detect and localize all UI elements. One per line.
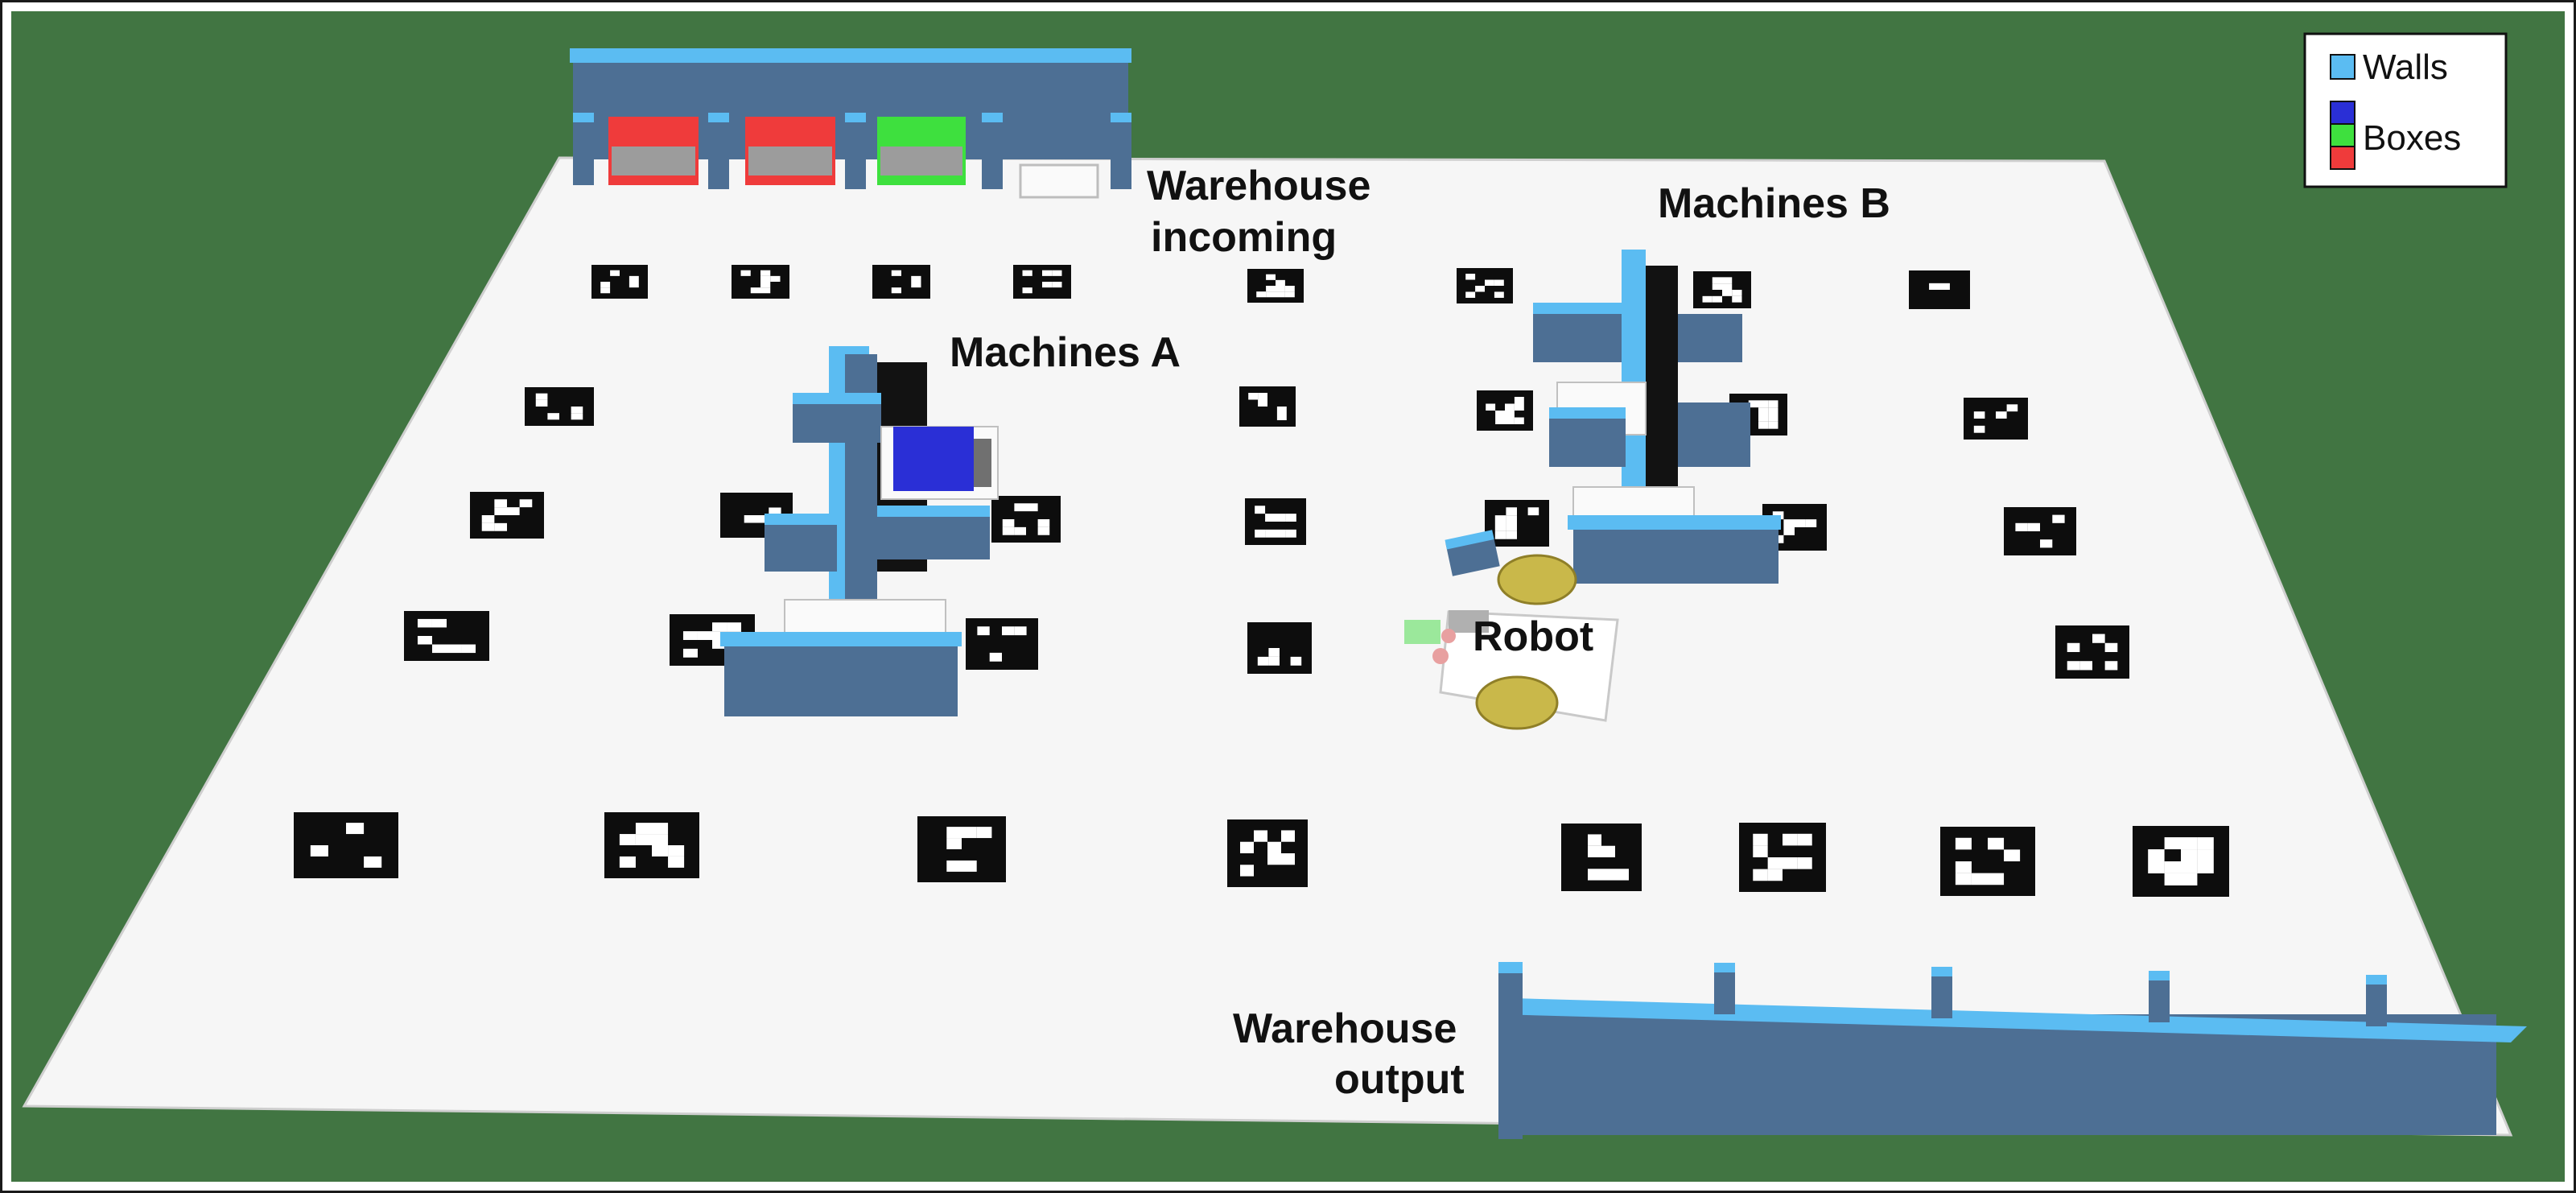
warehouse-output-shelf <box>1498 962 2527 1139</box>
fiducial-marker <box>591 265 648 299</box>
fiducial-marker <box>1227 819 1308 887</box>
legend-boxes-swatch-red <box>2330 146 2355 170</box>
fiducial-marker <box>872 265 930 299</box>
legend-boxes-swatch-green <box>2330 123 2355 147</box>
box-blue <box>893 427 974 491</box>
fiducial-marker <box>1247 622 1312 674</box>
label-machines-b: Machines B <box>1658 180 1890 227</box>
machines-a-station <box>720 346 999 716</box>
fiducial-marker <box>294 812 398 878</box>
legend-walls-swatch <box>2330 54 2355 80</box>
machines-b-station <box>1533 250 1781 584</box>
fiducial-marker <box>1485 500 1549 547</box>
fiducial-marker <box>2133 826 2229 897</box>
fiducial-marker <box>732 265 789 299</box>
fiducial-marker <box>1245 498 1306 545</box>
fiducial-marker <box>2004 507 2076 555</box>
robot <box>1404 530 1619 730</box>
legend-boxes-label: Boxes <box>2363 118 2461 158</box>
fiducial-marker <box>1693 271 1751 308</box>
robot-wheel-top <box>1497 554 1577 605</box>
fiducial-marker <box>1561 824 1642 891</box>
fiducial-marker <box>1940 827 2035 896</box>
legend: Walls Boxes <box>2303 32 2508 188</box>
legend-walls-label: Walls <box>2363 47 2448 87</box>
fiducial-marker <box>1247 269 1304 303</box>
fiducial-marker <box>2055 625 2129 679</box>
fiducial-marker <box>1739 823 1826 892</box>
fiducial-marker <box>966 618 1038 670</box>
fiducial-marker <box>1457 268 1513 303</box>
fiducial-marker <box>1239 386 1296 427</box>
fiducial-marker <box>1964 398 2028 440</box>
fiducial-marker <box>991 496 1061 543</box>
legend-boxes-swatch-blue <box>2330 101 2355 125</box>
fiducial-marker <box>1013 265 1071 299</box>
warehouse-incoming-shelf <box>570 48 1131 199</box>
robot-wheel-bottom <box>1475 675 1559 730</box>
label-machines-a: Machines A <box>950 329 1181 376</box>
fiducial-marker <box>1909 270 1970 309</box>
fiducial-marker <box>917 816 1006 882</box>
label-warehouse-output-line1: Warehouse <box>1233 1005 1457 1052</box>
label-warehouse-incoming-line2: incoming <box>1151 214 1337 261</box>
fiducial-marker <box>604 812 699 878</box>
fiducial-marker <box>404 611 489 661</box>
fiducial-marker <box>525 387 594 426</box>
label-robot: Robot <box>1473 613 1593 660</box>
fiducial-marker <box>470 492 544 539</box>
label-warehouse-output-line2: output <box>1334 1056 1465 1103</box>
fiducial-marker <box>1477 390 1533 431</box>
label-warehouse-incoming-line1: Warehouse <box>1147 163 1370 209</box>
fiducial-markers <box>294 60 2229 897</box>
